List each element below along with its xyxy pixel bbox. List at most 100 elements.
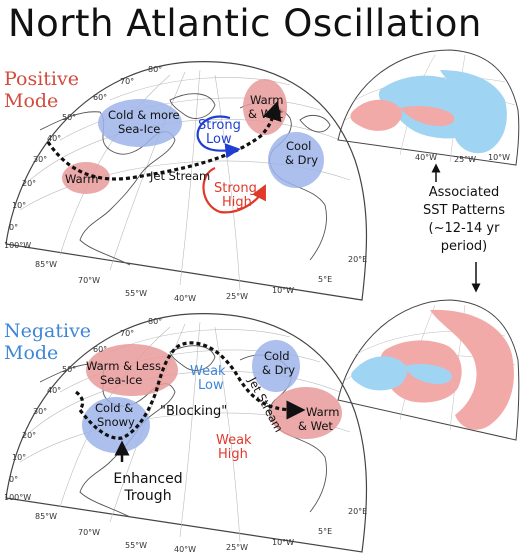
pos-coord-20: 20° xyxy=(22,179,36,188)
positive-warm-wet-line1: Warm xyxy=(250,93,283,107)
weak-low-line2: Low xyxy=(198,378,224,393)
positive-map: Cold & more Sea-Ice Warm & Wet Strong Lo… xyxy=(4,61,368,303)
sst-caption-line2: SST Patterns xyxy=(422,203,506,218)
negative-jet-stream-arrow xyxy=(74,341,296,440)
pos-coord-0: 0° xyxy=(9,223,18,232)
strong-low-line1: Strong xyxy=(198,118,241,133)
enhanced-trough-line1: Enhanced xyxy=(113,471,183,487)
sst-map-positive: 40°W 25°W 10°W xyxy=(337,49,520,166)
negative-map-outline xyxy=(5,313,368,553)
neg-cold-snowy-line1: Cold & xyxy=(95,401,133,415)
neg-coord-20: 20° xyxy=(22,431,36,440)
sst-positive-warm-area xyxy=(350,99,455,131)
pos-coord-30: 30° xyxy=(33,155,47,164)
neg-coord-80: 80° xyxy=(148,317,162,326)
positive-cool-dry-line1: Cool xyxy=(286,139,311,153)
strong-high-line2: High xyxy=(222,195,252,210)
sst-negative-warm-band xyxy=(430,309,514,430)
pos-coord-85w: 85°W xyxy=(35,260,57,269)
sst-pos-coord-40w: 40°W xyxy=(415,153,437,162)
page-title: North Atlantic Oscillation xyxy=(8,2,482,45)
sst-caption-line3: (~12-14 yr period) xyxy=(428,221,500,254)
negative-cold-snowy-region xyxy=(82,397,150,453)
neg-coord-70w: 70°W xyxy=(78,528,100,537)
blocking-label: "Blocking" xyxy=(160,404,227,419)
positive-jet-stream-arrow xyxy=(46,100,282,181)
pos-coord-50: 50° xyxy=(62,113,76,122)
strong-low-arrow xyxy=(196,115,241,159)
neg-coord-60: 60° xyxy=(93,345,107,354)
neg-coord-30: 30° xyxy=(33,407,47,416)
pos-coord-10: 10° xyxy=(12,201,26,210)
neg-coord-10w: 10°W xyxy=(272,538,294,547)
sst-positive-outline xyxy=(337,49,520,166)
sst-pos-coord-10w: 10°W xyxy=(488,153,510,162)
neg-coord-40: 40° xyxy=(47,386,61,395)
pos-coord-25w: 25°W xyxy=(226,292,248,301)
pos-coord-80: 80° xyxy=(148,65,162,74)
neg-warm-wet-line1: Warm xyxy=(306,405,339,419)
neg-coord-40w: 40°W xyxy=(174,545,196,554)
strong-high-line1: Strong xyxy=(214,181,257,196)
pos-coord-60: 60° xyxy=(93,93,107,102)
negative-warm-less-sea-ice-region xyxy=(86,344,178,396)
pos-coord-10w: 10°W xyxy=(272,286,294,295)
pos-coord-40: 40° xyxy=(47,134,61,143)
positive-warm-label: Warm xyxy=(65,172,98,186)
positive-mode-line2: Mode xyxy=(4,90,59,112)
positive-cool-dry-line2: & Dry xyxy=(285,153,318,167)
neg-coord-100w: 100°W xyxy=(4,493,31,502)
neg-coord-20e: 20°E xyxy=(348,507,367,516)
enhanced-trough-line2: Trough xyxy=(124,488,172,504)
pos-coord-100w: 100°W xyxy=(4,241,31,250)
neg-coord-0: 0° xyxy=(9,475,18,484)
pos-coord-70w: 70°W xyxy=(78,276,100,285)
pos-coord-55w: 55°W xyxy=(125,289,147,298)
weak-high-line1: Weak xyxy=(216,433,252,448)
positive-cool-dry-region xyxy=(268,132,324,188)
positive-mode-label: Positive Mode xyxy=(4,68,79,112)
pos-coord-5e: 5°E xyxy=(318,275,332,284)
neg-warm-less-line2: Sea-Ice xyxy=(100,373,142,387)
pos-coord-70: 70° xyxy=(120,77,134,86)
negative-map: Warm & Less Sea-Ice Jet Stream Cold & Dr… xyxy=(4,313,368,554)
positive-cold-sea-ice-line1: Cold & more xyxy=(108,108,180,122)
neg-coord-55w: 55°W xyxy=(125,541,147,550)
sst-positive-cool-band xyxy=(440,70,507,154)
sst-caption: Associated SST Patterns (~12-14 yr perio… xyxy=(406,184,522,256)
negative-mode-line2: Mode xyxy=(4,342,59,364)
enhanced-trough-caption: Enhanced Trough xyxy=(98,471,198,505)
strong-low-line2: Low xyxy=(206,132,232,147)
neg-coord-50: 50° xyxy=(62,365,76,374)
pos-coord-20e: 20°E xyxy=(348,255,367,264)
neg-coord-85w: 85°W xyxy=(35,512,57,521)
strong-high-arrow xyxy=(202,166,266,214)
pos-coord-40w: 40°W xyxy=(174,294,196,303)
neg-cold-dry-line1: Cold xyxy=(264,349,290,363)
sst-caption-line1: Associated xyxy=(428,185,500,200)
neg-coord-70: 70° xyxy=(120,329,134,338)
positive-map-outline xyxy=(5,61,368,301)
neg-coord-25w: 25°W xyxy=(226,543,248,552)
negative-mode-line1: Negative xyxy=(4,320,92,342)
positive-mode-line1: Positive xyxy=(4,68,79,90)
neg-warm-less-line1: Warm & Less xyxy=(86,359,161,373)
neg-coord-10: 10° xyxy=(12,453,26,462)
positive-cold-sea-ice-region xyxy=(98,99,182,147)
positive-cold-sea-ice-line2: Sea-Ice xyxy=(118,122,160,136)
sst-negative-outline xyxy=(337,299,520,441)
positive-warm-wet-line2: & Wet xyxy=(248,107,283,121)
negative-cold-dry-region xyxy=(252,340,300,392)
negative-mode-label: Negative Mode xyxy=(4,320,91,364)
sst-pos-coord-25w: 25°W xyxy=(454,155,476,164)
weak-high-line2: High xyxy=(218,447,248,462)
neg-cold-dry-line2: & Dry xyxy=(262,363,295,377)
positive-warm-region xyxy=(62,162,110,194)
neg-coord-5e: 5°E xyxy=(318,527,332,536)
weak-low-line1: Weak xyxy=(190,364,226,379)
sst-negative-cool-area xyxy=(351,356,452,391)
sst-map-negative xyxy=(337,299,520,441)
neg-cold-snowy-line2: Snowy xyxy=(97,415,135,429)
positive-jet-stream-label: Jet Stream xyxy=(149,169,210,183)
